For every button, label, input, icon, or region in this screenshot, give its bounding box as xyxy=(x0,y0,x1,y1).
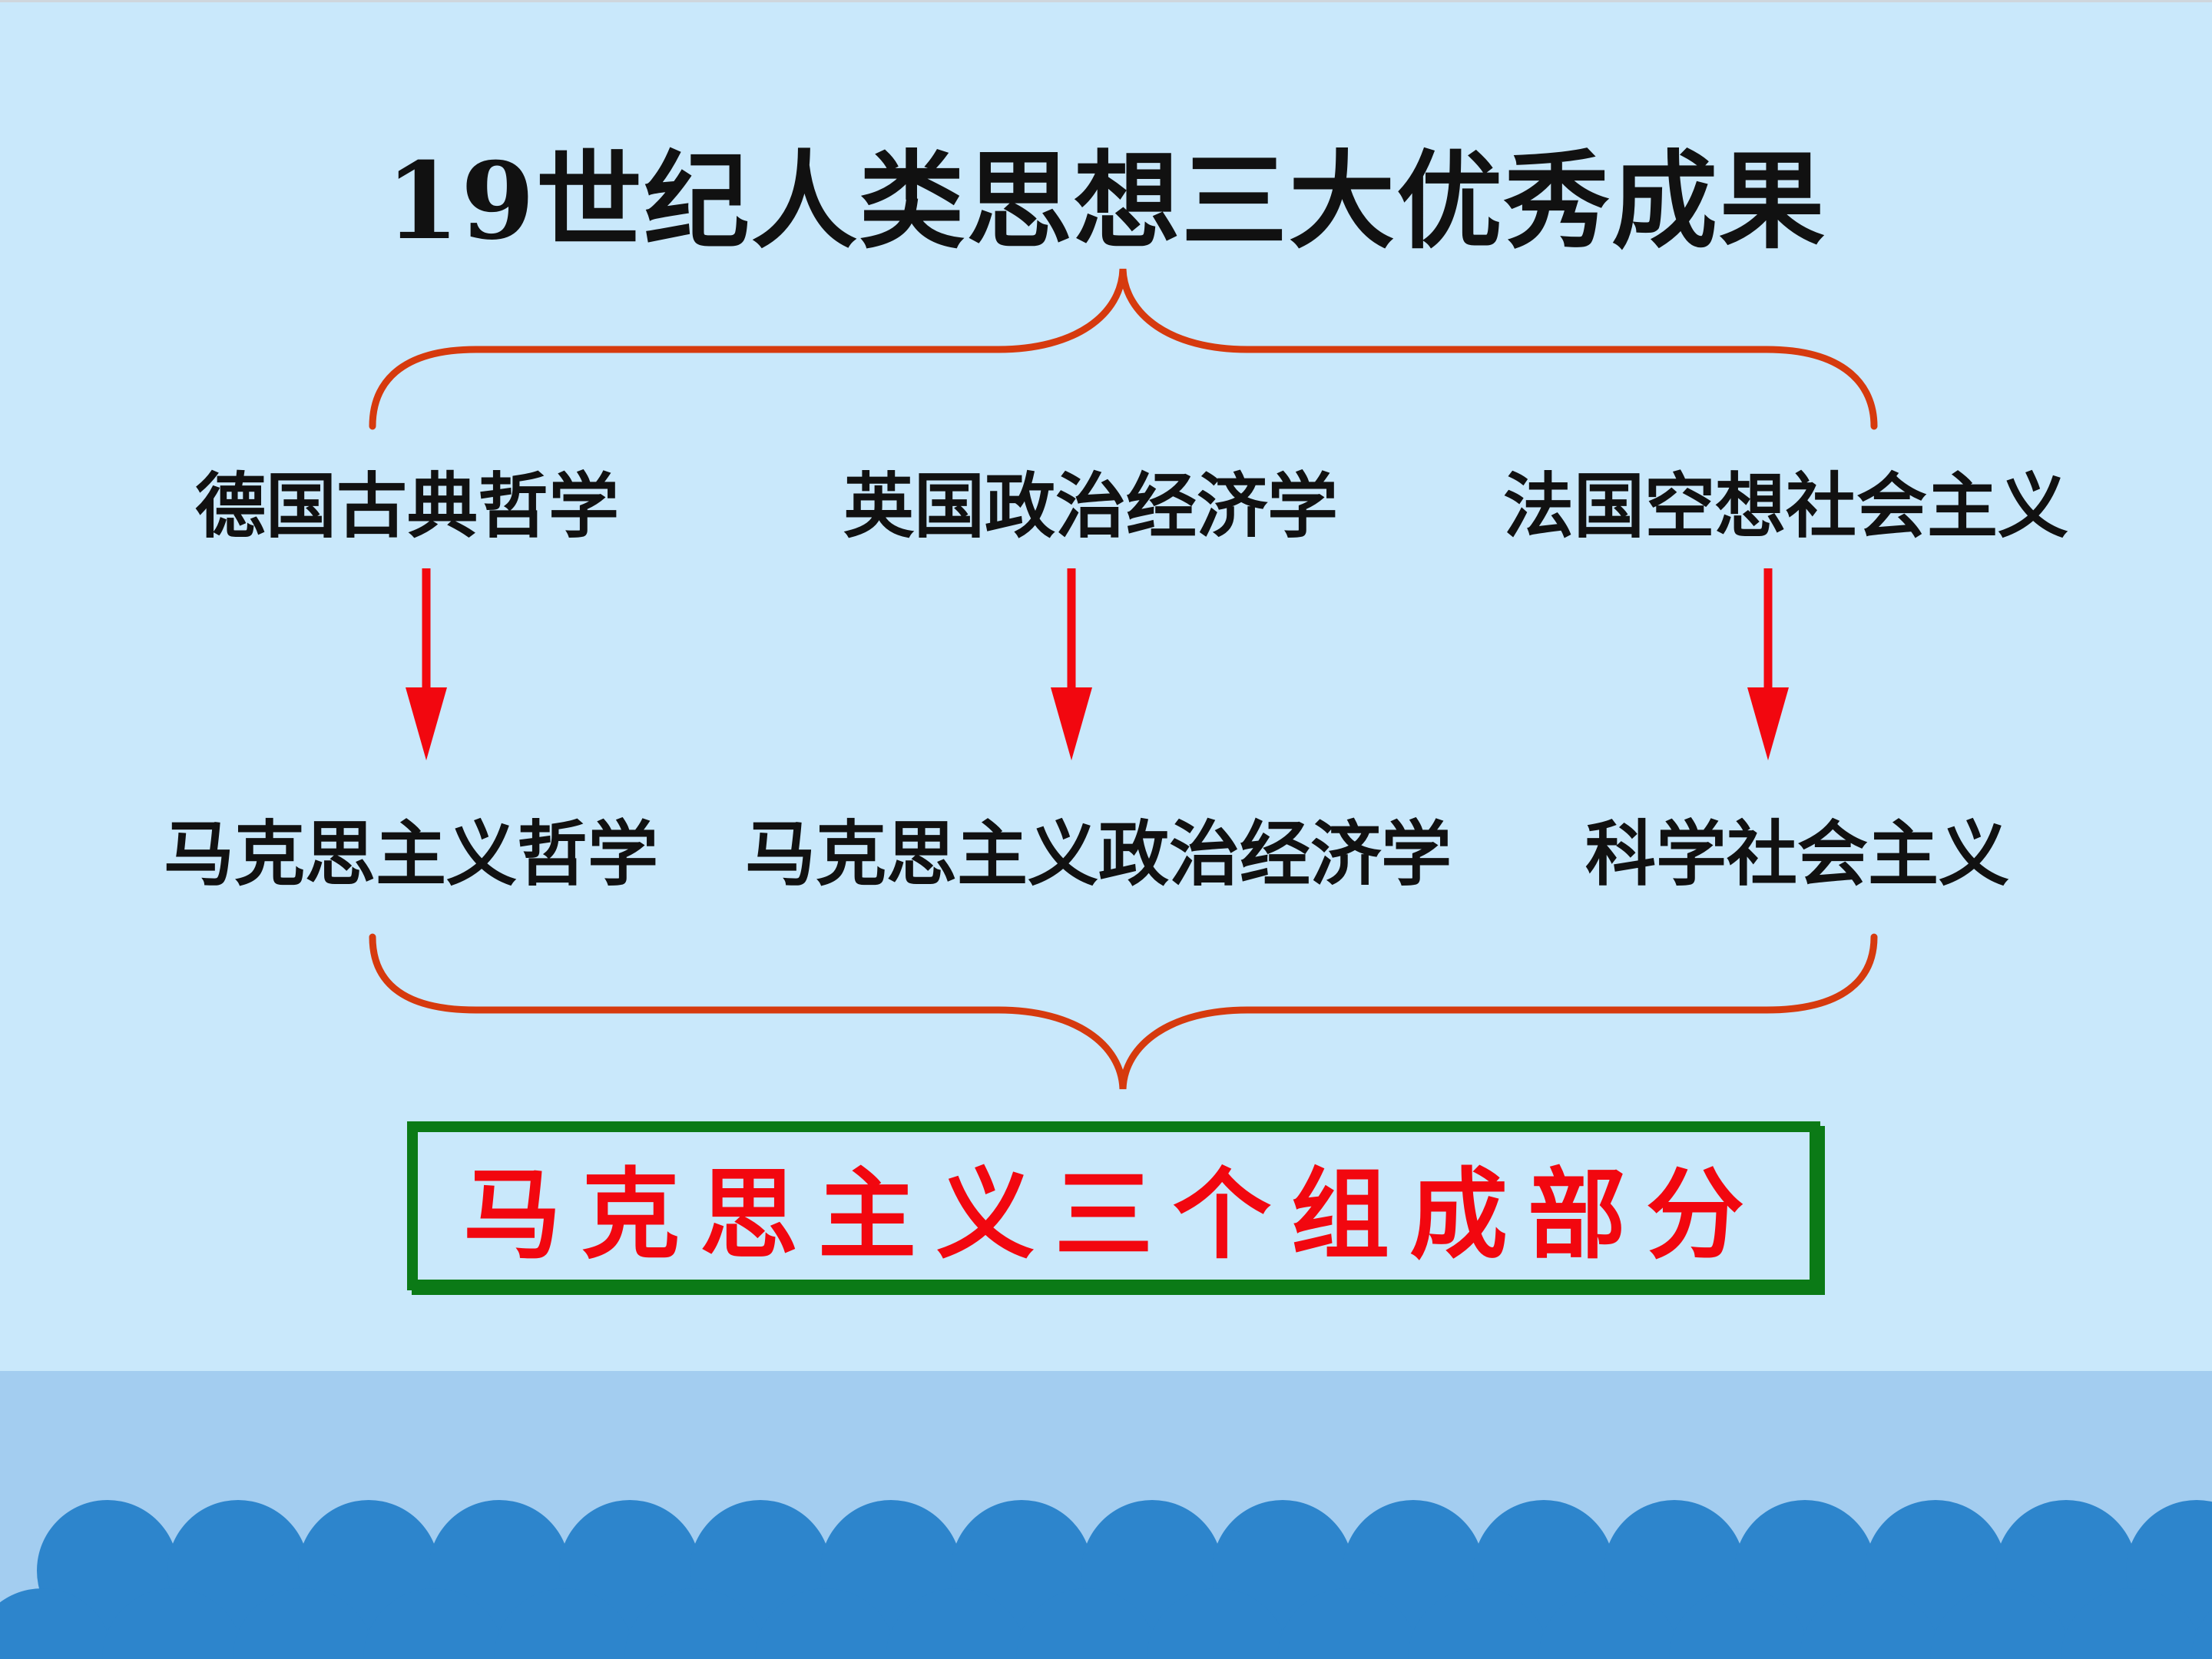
result-marxist-philosophy: 马克思主义哲学 xyxy=(163,813,658,896)
wave-scallop xyxy=(1930,1588,2071,1659)
result-marxist-economics: 马克思主义政治经济学 xyxy=(744,813,1452,896)
wave-scallop xyxy=(363,1588,505,1659)
conclusion-box: 马克思主义三个组成部分 xyxy=(407,1121,1820,1290)
bottom-brace xyxy=(369,933,1878,1090)
wave-scallop xyxy=(886,1588,1027,1659)
wave-scallop xyxy=(1408,1588,1549,1659)
source-french-socialism: 法国空想社会主义 xyxy=(1502,465,2068,548)
slide-title: 19世纪人类思想三大优秀成果 xyxy=(385,138,1827,263)
wave-scallop xyxy=(1016,1588,1157,1659)
wave-scallop xyxy=(1669,1588,1810,1659)
wave-scallop xyxy=(624,1588,766,1659)
wave-scallop xyxy=(1277,1588,1419,1659)
conclusion-text: 马克思主义三个组成部分 xyxy=(462,1157,1764,1273)
arrow-3 xyxy=(1747,568,1789,760)
source-british-economics: 英国政治经济学 xyxy=(843,465,1338,548)
wave-scallop xyxy=(1538,1588,1680,1659)
wave-scallop xyxy=(1147,1588,1288,1659)
wave-scallop xyxy=(1800,1588,1941,1659)
wave-scallop xyxy=(2191,1608,2212,1659)
top-brace xyxy=(369,268,1878,430)
wave-scallop xyxy=(755,1588,896,1659)
source-german-philosophy: 德国古典哲学 xyxy=(194,465,619,548)
wave-scallop xyxy=(233,1588,374,1659)
wave-scallop xyxy=(2061,1588,2202,1659)
wave-scallop xyxy=(494,1588,635,1659)
wave-scallop xyxy=(0,1588,113,1659)
arrow-1 xyxy=(406,568,447,760)
arrow-2 xyxy=(1051,568,1092,760)
wave-scallop xyxy=(102,1588,243,1659)
top-divider xyxy=(0,0,2212,2)
result-scientific-socialism: 科学社会主义 xyxy=(1584,813,2009,896)
